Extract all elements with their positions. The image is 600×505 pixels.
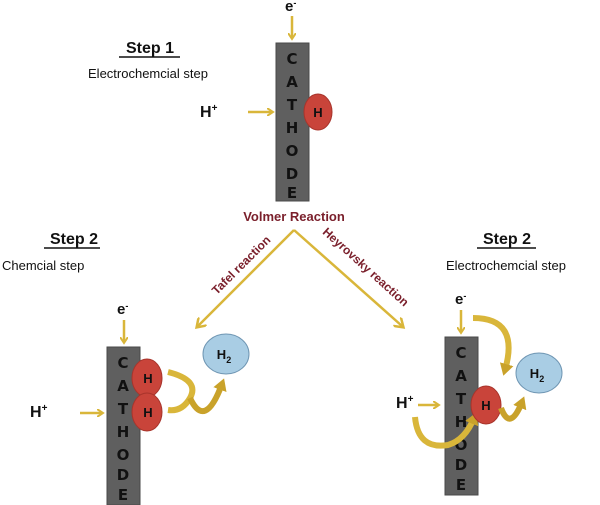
cathode-letter: E [287,184,297,202]
cathode-letter: C [455,344,466,362]
step2-left-proton-label: H+ [30,403,48,421]
step2-right-h-atom-label: H [481,398,490,413]
step2-left-h-atom-bottom [131,392,163,432]
step2-left-combine-curve [167,369,196,414]
step1-h-atom [303,93,333,131]
step2-right-h2-label: H2 [530,366,544,384]
step1-h-atom-label: H [313,105,322,120]
cathode-letter: D [455,456,467,474]
volmer-reaction-label: Volmer Reaction [243,209,345,224]
step2-left-electron-label: e- [117,301,128,318]
cathode-letter: O [286,142,299,160]
step1-cathode [275,42,310,202]
step2-right-cathode-letters: C A T H O D E [455,344,468,494]
h-atom-label: H [143,405,152,420]
h-atom-label: H [143,371,152,386]
step2-right-electron-label: e- [455,291,466,308]
step1-cathode-letters: C A T H O D E [286,50,299,202]
cathode-letter: C [117,354,128,372]
step2-left-h2-label: H2 [217,347,231,365]
cathode-letter: C [286,50,297,68]
heyrovsky-arrow [293,229,402,326]
cathode-letter: D [286,165,298,183]
step2-right-electron-curve-arrow [472,315,514,376]
step2-right-group: Step 2 Electrochemcial step e- H+ C A T … [396,231,566,496]
step1-group: Step 1 Electrochemcial step H+ e- C A T … [88,0,333,202]
tafel-reaction-label: Tafel reaction [209,233,273,297]
cathode-letter: A [286,73,298,91]
tafel-arrow [198,229,295,326]
heyrovsky-reaction-label: Heyrovsky reaction [320,225,412,309]
step2-left-group: Step 2 Chemcial step e- H+ C A T H O D E… [2,231,250,505]
step1-title: Step 1 [126,40,174,57]
cathode-letter: T [118,400,129,418]
step2-right-subtitle: Electrochemcial step [446,258,566,273]
cathode-letter: D [117,466,129,484]
cathode-letter: E [456,476,466,494]
step2-right-h-atom [470,385,502,425]
cathode-letter: H [286,119,299,137]
cathode-letter: H [117,423,130,441]
step2-left-release-arrow [187,378,227,415]
step2-right-title: Step 2 [483,231,531,248]
step2-left-subtitle: Chemcial step [2,258,84,273]
cathode-letter: T [287,96,298,114]
cathode-letter: O [117,446,130,464]
cathode-letter: H [455,413,468,431]
step1-proton-label: H+ [200,103,218,121]
step2-left-title: Step 2 [50,231,98,248]
cathode-letter: E [118,486,128,504]
cathode-letter: A [117,377,129,395]
step2-right-proton-curve-arrow [412,412,479,449]
step2-right-release-arrow [498,396,527,422]
step2-right-proton-label: H+ [396,394,414,412]
step1-electron-label: e- [285,0,296,15]
step1-subtitle: Electrochemcial step [88,66,208,81]
step2-left-cathode-letters: C A T H O D E [117,354,130,504]
cathode-letter: A [455,367,467,385]
cathode-letter: T [456,390,467,408]
step2-left-h2-molecule [202,333,250,375]
step2-right-h2-molecule [515,352,563,394]
